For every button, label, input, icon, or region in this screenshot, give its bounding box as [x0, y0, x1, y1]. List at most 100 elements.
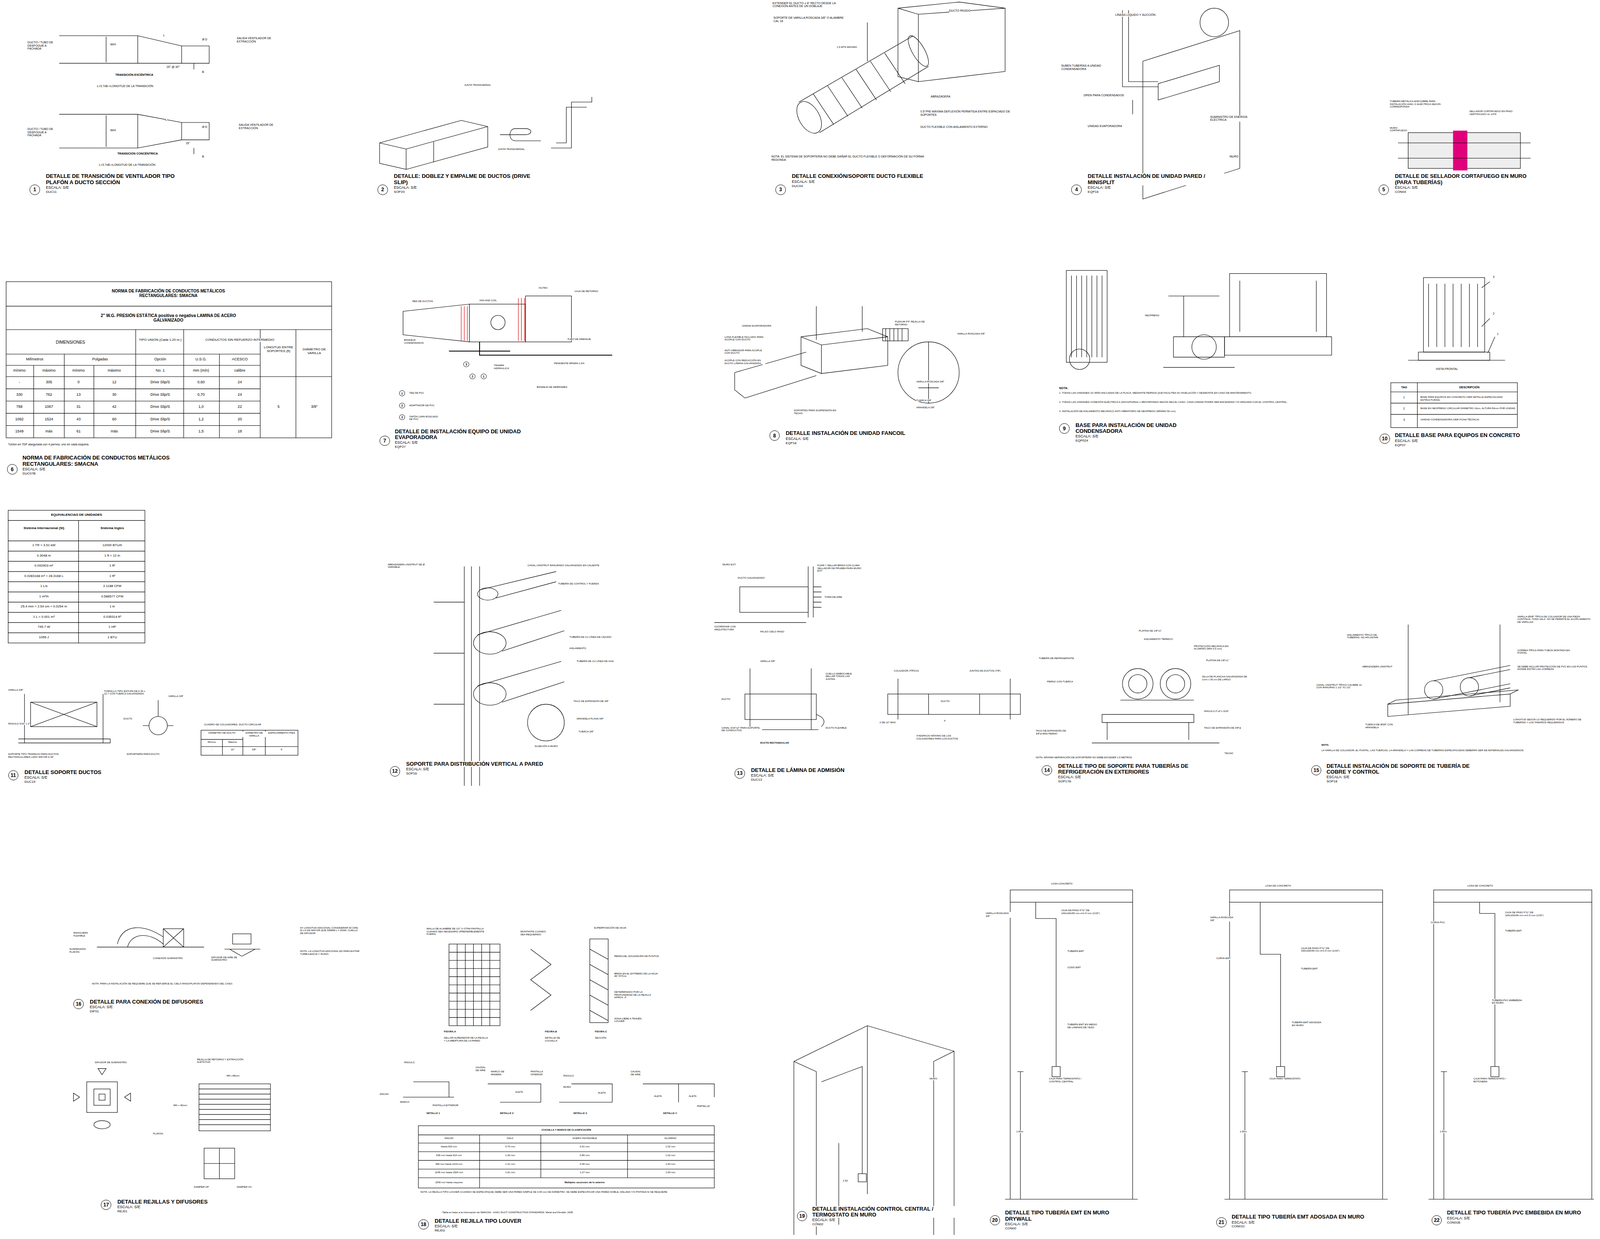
label-text: W/H — [110, 128, 116, 133]
label-text: SOPORTERÍA PARA DUCTO — [126, 752, 160, 756]
callout-circle: 15 — [1311, 765, 1322, 776]
label-text: MN +45mm — [226, 1074, 240, 1078]
line-art — [897, 342, 960, 404]
label-text: DUCTO RECTANGULAR — [760, 741, 789, 745]
label-text: REMACHE, SOLDADURA DE PUNTOS — [614, 955, 660, 958]
label-text: AISLAMIENTO TÍPICO DE TUBERÍAS. NO APLAS… — [1347, 633, 1388, 640]
label-text: EQP18 — [785, 441, 797, 446]
label-text: ESCALA: S/E — [1231, 1220, 1255, 1225]
label-text: DUC19 — [24, 780, 36, 785]
label-text: 1.60 mm — [665, 1162, 675, 1166]
line-art — [1005, 902, 1138, 1200]
label-text: CONDUCTOS SIN REFUERZO INTERMEDIO — [204, 338, 276, 343]
label-text: 1.5 MTS MÁXIMO — [836, 45, 858, 49]
label-text: 1245 mm hasta 1524 mm — [435, 1171, 464, 1175]
label-text: 0,60 — [197, 380, 205, 385]
label-text: TEE DE PVC — [409, 391, 425, 395]
label-text: TUBERÍA DE REFRIGERANTE — [1038, 657, 1074, 660]
label-text: Drive Slip/S — [150, 405, 170, 410]
label-text: PLATINA DE 1/8"x1" — [1138, 629, 1162, 633]
callout-circle: 20 — [990, 1215, 1000, 1226]
line-art — [1122, 668, 1153, 700]
label-text: VARILLA ROSCADA 3/8" — [957, 332, 988, 336]
label-text: L=3.7xB->LONGITUD DE LA TRANSICIÓN — [97, 84, 154, 88]
label-text: DETALLE 1 — [426, 1112, 440, 1115]
label-text: EQP27 — [395, 445, 406, 450]
label-text: 1,0 — [198, 405, 204, 410]
line-art — [1390, 382, 1518, 428]
line-art — [904, 32, 933, 70]
callout-number: 4 — [1075, 187, 1078, 193]
label-text: 0.95 mm — [580, 1162, 590, 1166]
line-art — [232, 934, 251, 945]
line-art — [500, 128, 541, 141]
line-art — [200, 730, 298, 756]
label-text: ÁNGULO — [563, 1074, 574, 1078]
line-art — [1428, 902, 1595, 1200]
callout-circle: 3 — [463, 361, 469, 368]
label-text: DIF01 — [90, 1010, 100, 1014]
callout-number: 17 — [103, 1202, 109, 1208]
label-text: ANCHO — [379, 1092, 389, 1096]
label-text: PLENUM P.P. REJILLA DE RETORNO — [895, 320, 926, 326]
label-text: 12 — [112, 380, 117, 385]
label-text: Ø D — [202, 37, 208, 42]
label-text: TUBERÍA EMT — [1505, 929, 1522, 933]
label-text: SOP18 — [1326, 780, 1338, 784]
line-art — [73, 1068, 131, 1102]
label-text: DETALLE SOPORTE DUCTOS — [24, 769, 102, 776]
label-text: EXTENDER EL DUCTO ± 6" RECTO DESDE LA CO… — [772, 1, 850, 8]
label-text: 0.0283168 m³ = 28.3168 L — [24, 574, 64, 579]
callout-circle: 9 — [1059, 423, 1070, 434]
label-text: 2 DE 12" MAX. — [879, 721, 900, 725]
callout-circle: 1 — [399, 390, 405, 396]
label-text: COORDINAR CON ARQUITECTURA — [714, 625, 750, 631]
label-text: SUPERPOSICIÓN DE HOJA — [593, 926, 627, 930]
callout-number: 16 — [75, 1001, 82, 1007]
label-text: TRANSICIÓN EXCÉNTRICA — [115, 73, 154, 77]
label-text: CAJA DE PASO F°G° DE 100x100x50 mm e=1.5… — [1300, 947, 1342, 953]
line-art — [1390, 382, 1518, 428]
label-text: DETALLE DE SELLADOR CORTAFUEGO EN MURO (… — [1395, 173, 1538, 186]
label-text: SALIDA VENTILADOR DE EXTRACCIÓN — [236, 36, 286, 43]
label-text: 0.70 mm — [505, 1145, 515, 1149]
label-text: 1.31 mm — [505, 1162, 515, 1166]
line-art — [433, 602, 565, 705]
label-text: TECHO — [1224, 752, 1234, 755]
label-text: Milímetros — [25, 357, 44, 362]
label-text: PENDIENTE MÍNIMA 1.0% — [554, 362, 585, 365]
line-art — [530, 949, 551, 1011]
line-art — [490, 315, 505, 330]
label-text: 1055 J — [38, 635, 49, 640]
label-text: DIMENSIONES — [55, 340, 85, 345]
label-text: 20 — [237, 417, 242, 422]
label-text: CAUDAL DE AIRE — [630, 1070, 643, 1076]
label-text: 2.1188 CFM — [103, 584, 122, 589]
label-text: DESCRIPCIÓN — [1459, 385, 1480, 390]
label-text: DETALLE REJILLA TIPO LOUVER — [434, 1218, 522, 1225]
callout-number: 21 — [1218, 1220, 1225, 1225]
label-text: 1.50 — [842, 1179, 848, 1183]
line-art — [897, 678, 1010, 720]
line-art — [1166, 674, 1185, 693]
label-text: 1 — [1497, 332, 1499, 336]
label-text: ESCALA: S/E — [1447, 1216, 1470, 1221]
line-art — [6, 306, 332, 438]
callout-number: 3 — [401, 415, 403, 419]
label-text: NOTA: LA LONGITUD ADICIONAL ES PARA EVIT… — [300, 950, 362, 956]
line-art — [791, 97, 827, 138]
label-text: 1.61 mm — [505, 1171, 515, 1175]
label-text: ESCALA: S/E — [406, 767, 430, 772]
label-text: ALUMINIO — [664, 1137, 677, 1140]
label-text: DETALLE REJILLAS Y DIFUSORES — [117, 1199, 208, 1205]
line-art — [163, 928, 261, 957]
label-text: DUC13 — [750, 778, 762, 783]
label-text: DUCTO RÍGIDO — [949, 9, 971, 13]
label-text: SOP20 — [393, 190, 405, 195]
line-art — [800, 306, 888, 374]
callout-number: 3 — [465, 362, 468, 366]
label-text: 1549 — [15, 429, 24, 434]
line-art — [200, 730, 298, 756]
label-text: ABRAZADERA UNISTRUT — [1362, 665, 1393, 669]
label-text: Drive Slip/S — [150, 392, 170, 398]
